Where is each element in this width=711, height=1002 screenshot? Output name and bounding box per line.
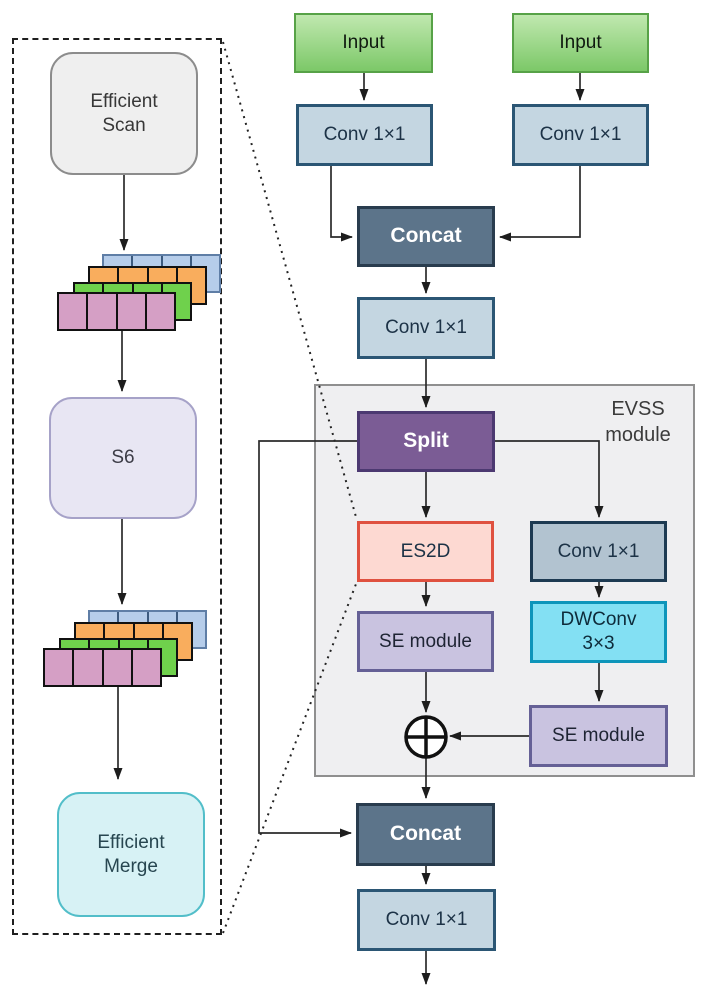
feature-cell bbox=[74, 650, 104, 685]
pink-strip bbox=[57, 292, 176, 331]
es2d-box: ES2D bbox=[357, 521, 494, 582]
feature-stack-top bbox=[57, 254, 221, 331]
feature-stack-bottom bbox=[43, 610, 207, 687]
feature-cell bbox=[59, 294, 89, 329]
feature-cell bbox=[45, 650, 75, 685]
se-module-left-box: SE module bbox=[357, 611, 494, 672]
feature-cell bbox=[88, 294, 118, 329]
split-box: Split bbox=[357, 411, 495, 472]
concat-bottom-box: Concat bbox=[356, 803, 495, 866]
se-module-right-box: SE module bbox=[529, 705, 668, 767]
conv1x1-top-right: Conv 1×1 bbox=[512, 104, 649, 166]
conv1x1-top-left: Conv 1×1 bbox=[296, 104, 433, 166]
efficient-merge-box: Efficient Merge bbox=[57, 792, 205, 917]
input-box-left: Input bbox=[294, 13, 433, 73]
evss-module-label: EVSS module bbox=[605, 398, 671, 446]
conv1x1-mid: Conv 1×1 bbox=[357, 297, 495, 359]
dwconv-box: DWConv 3×3 bbox=[530, 601, 667, 663]
arrow-convL-to-concat bbox=[330, 166, 353, 242]
efficient-scan-box: Efficient Scan bbox=[50, 52, 198, 175]
concat-top-box: Concat bbox=[357, 206, 495, 267]
input-box-right: Input bbox=[512, 13, 649, 73]
conv1x1-inner-box: Conv 1×1 bbox=[530, 521, 667, 582]
s6-box: S6 bbox=[49, 397, 197, 519]
feature-cell bbox=[118, 294, 147, 329]
feature-cell bbox=[133, 650, 160, 685]
pink-strip bbox=[43, 648, 162, 687]
feature-cell bbox=[147, 294, 174, 329]
arrow-convR-to-concat bbox=[499, 166, 581, 242]
feature-cell bbox=[104, 650, 133, 685]
conv1x1-bottom: Conv 1×1 bbox=[357, 889, 496, 951]
